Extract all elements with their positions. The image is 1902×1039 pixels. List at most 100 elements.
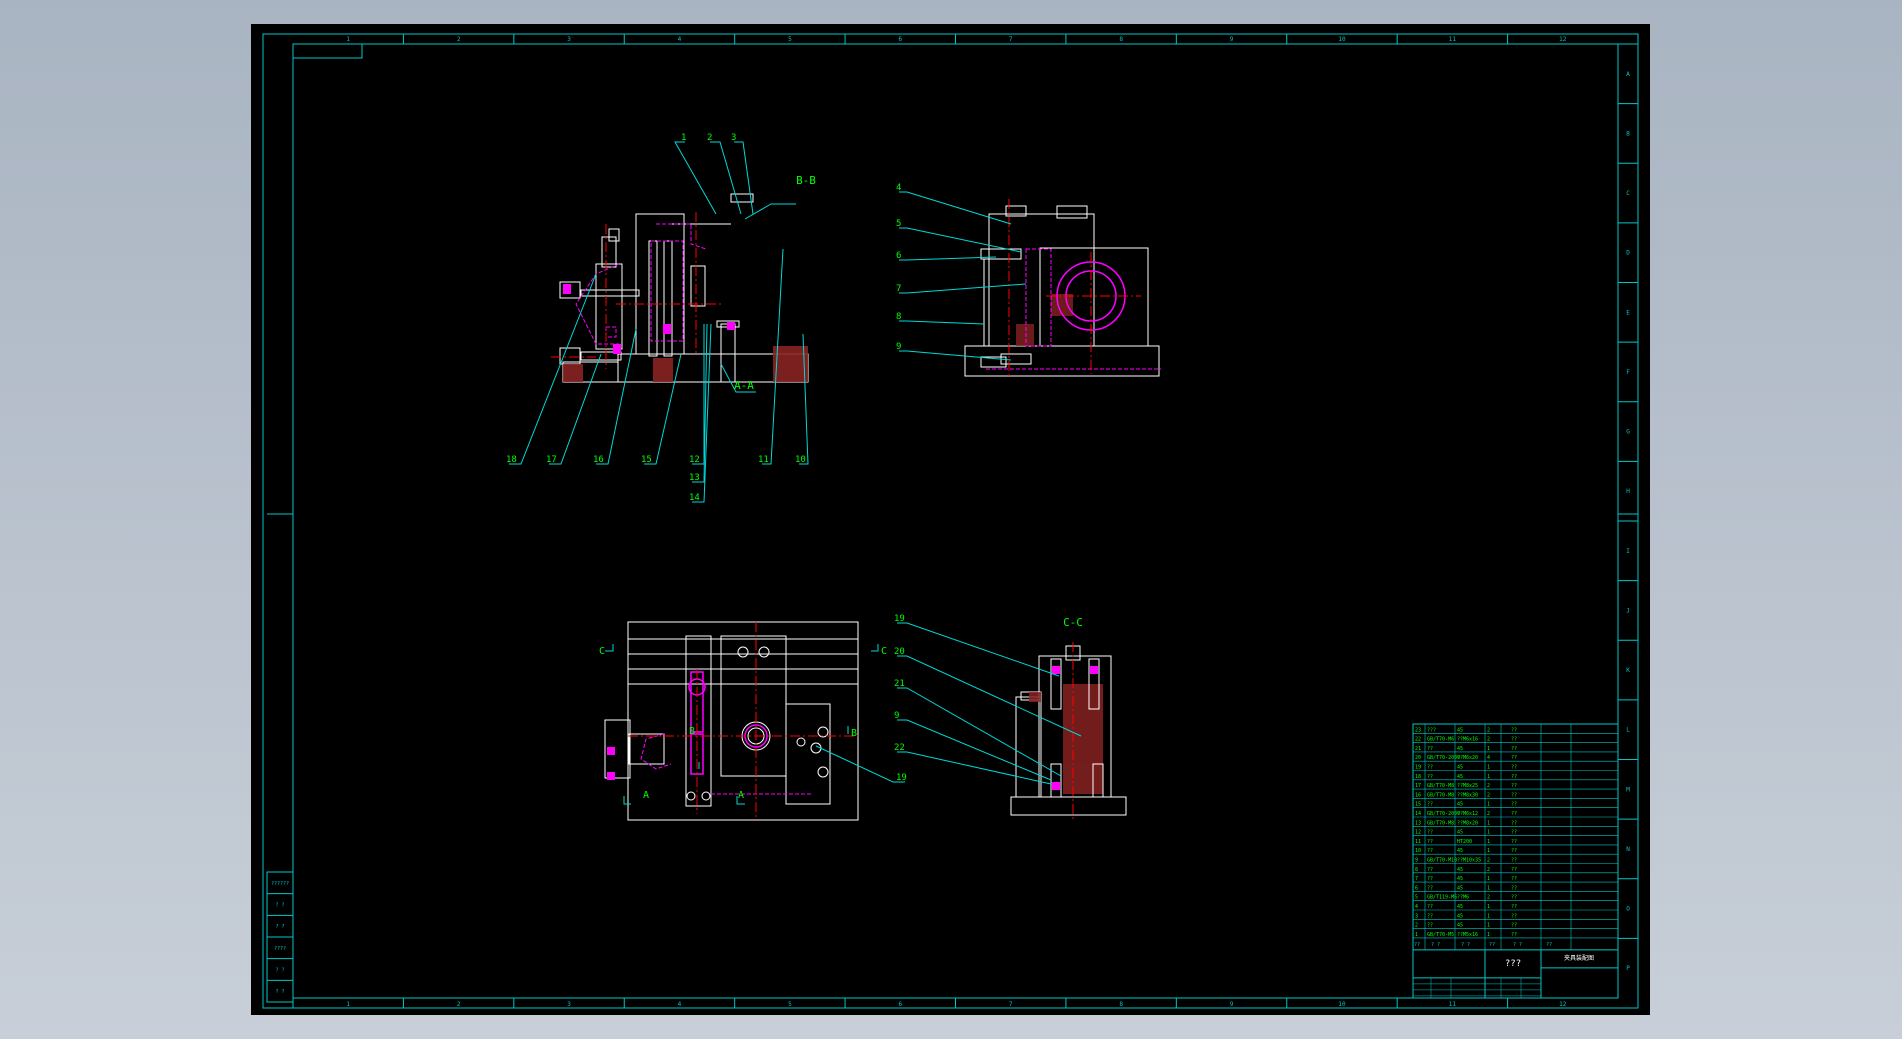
parts-cell: ?? — [1511, 727, 1517, 733]
leader-line — [692, 324, 705, 465]
parts-header: ?? — [1414, 942, 1420, 948]
section-marker-b: B — [689, 726, 695, 737]
parts-cell: 1 — [1487, 913, 1490, 919]
parts-cell: 2 — [1487, 737, 1490, 743]
leader-line — [762, 248, 784, 465]
side-table-cell: ?????? — [271, 881, 289, 887]
parts-cell: ?? — [1427, 765, 1433, 771]
column-label: 2 — [457, 36, 461, 43]
parts-cell: 1 — [1415, 932, 1418, 938]
column-label: 12 — [1559, 1001, 1567, 1008]
parts-cell: GB/T70-M6 — [1427, 737, 1454, 743]
leader-line — [899, 191, 1012, 225]
parts-cell: ?? — [1511, 876, 1517, 882]
parts-cell: ?? — [1511, 895, 1517, 901]
leader-line — [897, 622, 1060, 677]
parts-cell: 12 — [1415, 830, 1421, 836]
parts-cell: ??M10x35 — [1457, 858, 1481, 864]
row-label: L — [1626, 727, 1630, 734]
balloon-number: 18 — [506, 455, 517, 465]
parts-cell: 1 — [1487, 932, 1490, 938]
parts-cell: 1 — [1487, 820, 1490, 826]
parts-cell: ?? — [1427, 885, 1433, 891]
balloon-number: 9 — [896, 342, 901, 352]
column-label: 11 — [1449, 1001, 1457, 1008]
leader-line — [710, 141, 742, 215]
parts-cell: 1 — [1487, 923, 1490, 929]
section-marker-c: C — [599, 646, 605, 657]
column-label: 11 — [1449, 36, 1457, 43]
column-label: 3 — [567, 36, 571, 43]
parts-cell: 23 — [1415, 727, 1421, 733]
parts-cell: ??M6 — [1457, 895, 1469, 901]
parts-cell: 1 — [1487, 904, 1490, 910]
parts-cell: 45 — [1457, 848, 1463, 854]
leader-line — [899, 350, 1012, 361]
section-marker-a: A — [738, 790, 744, 801]
column-label: 4 — [678, 1001, 682, 1008]
parts-cell: ??M6x16 — [1457, 737, 1478, 743]
parts-cell: 2 — [1487, 811, 1490, 817]
section-marker-b: B — [851, 728, 857, 739]
drawing-frame — [262, 33, 1639, 1009]
row-label: F — [1626, 369, 1630, 376]
parts-cell: 45 — [1457, 876, 1463, 882]
column-label: 1 — [346, 1001, 350, 1008]
balloon-number: 14 — [689, 493, 700, 503]
parts-cell: ?? — [1511, 923, 1517, 929]
parts-cell: GB/T70-M5 — [1427, 932, 1454, 938]
parts-cell: 1 — [1487, 746, 1490, 752]
parts-cell: 1 — [1487, 765, 1490, 771]
parts-cell: ?? — [1427, 830, 1433, 836]
balloon-number: 3 — [731, 133, 736, 143]
leader-line — [899, 227, 1022, 253]
parts-header: ? ? — [1513, 942, 1522, 948]
balloon-number: 15 — [641, 455, 652, 465]
parts-cell: ?? — [1511, 746, 1517, 752]
parts-cell: 10 — [1415, 848, 1421, 854]
row-label: K — [1626, 667, 1630, 674]
parts-cell: 5 — [1415, 895, 1418, 901]
parts-header: ?? — [1489, 942, 1495, 948]
parts-cell: 1 — [1487, 802, 1490, 808]
parts-cell: GB/T70-2000 — [1427, 811, 1460, 817]
parts-cell: GB/T119-M6 — [1427, 895, 1457, 901]
parts-cell: 1 — [1487, 848, 1490, 854]
parts-cell: ?? — [1511, 839, 1517, 845]
parts-cell: GB/T70-M8 — [1427, 792, 1454, 798]
parts-cell: ?? — [1511, 913, 1517, 919]
parts-cell: ?? — [1427, 904, 1433, 910]
leader-line — [692, 323, 712, 503]
parts-cell: ?? — [1427, 867, 1433, 873]
parts-cell: ?? — [1511, 783, 1517, 789]
row-label: N — [1626, 846, 1630, 853]
row-label: G — [1626, 429, 1630, 436]
parts-cell: ?? — [1511, 765, 1517, 771]
balloon-number: 22 — [894, 743, 905, 753]
section-marker-c: C — [881, 646, 887, 657]
column-label: 6 — [898, 1001, 902, 1008]
side-table-cell: ? ? — [275, 989, 284, 995]
parts-cell: HT200 — [1457, 839, 1472, 845]
parts-cell: ?? — [1511, 904, 1517, 910]
column-label: 10 — [1338, 36, 1346, 43]
row-label: O — [1626, 906, 1630, 913]
column-label: 5 — [788, 1001, 792, 1008]
column-label: 10 — [1338, 1001, 1346, 1008]
parts-cell: GB/T70-M8 — [1427, 783, 1454, 789]
parts-cell: ?? — [1427, 923, 1433, 929]
parts-cell: 1 — [1487, 830, 1490, 836]
row-label: P — [1626, 965, 1630, 972]
row-label: D — [1626, 250, 1630, 257]
balloon-number: 11 — [758, 455, 769, 465]
leader-line — [509, 273, 597, 465]
parts-cell: ?? — [1511, 737, 1517, 743]
parts-cell: ?? — [1511, 755, 1517, 761]
column-label: 9 — [1230, 1001, 1234, 1008]
column-label: 1 — [346, 36, 350, 43]
parts-cell: 45 — [1457, 774, 1463, 780]
parts-cell: 45 — [1457, 867, 1463, 873]
parts-cell: ?? — [1427, 746, 1433, 752]
